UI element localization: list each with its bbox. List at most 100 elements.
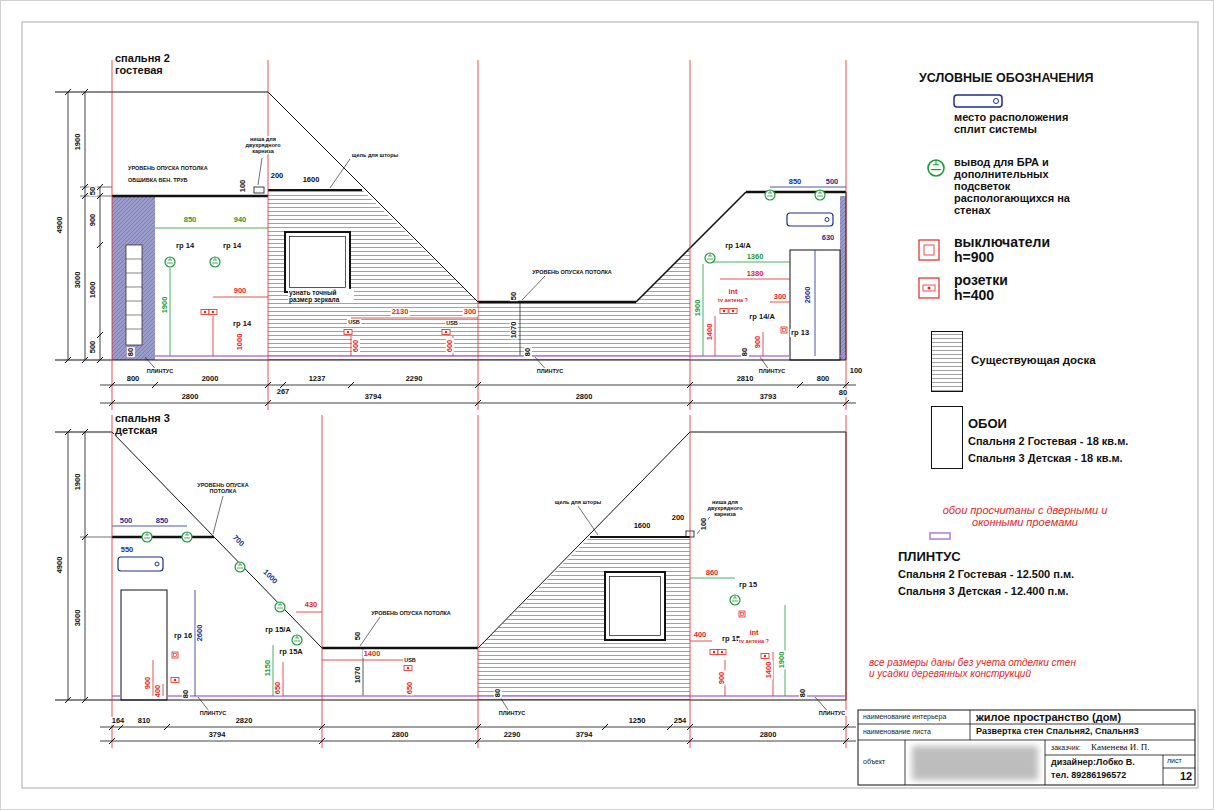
legend-swatch	[917, 238, 941, 262]
dimension-value: 1600	[89, 281, 97, 300]
use-shape	[797, 382, 803, 388]
use-shape	[319, 738, 325, 744]
legend-text: ОБОИ	[967, 417, 1169, 431]
use-shape	[65, 697, 71, 703]
use-shape	[165, 257, 175, 267]
use-shape	[475, 724, 481, 730]
dimension-value: 900	[233, 287, 248, 295]
dimension-value: 1600	[633, 522, 652, 530]
path-shape	[198, 496, 832, 716]
use-shape	[843, 738, 849, 744]
dimension-value: 1900	[778, 651, 786, 670]
rect-shape	[610, 577, 661, 636]
dimension-value: 800	[126, 375, 141, 383]
legend-text: выключатели h=900	[953, 235, 1080, 266]
dimension-value: 500	[89, 340, 97, 355]
rect-shape	[605, 572, 665, 640]
use-shape	[720, 309, 728, 314]
use-shape	[210, 257, 220, 267]
line-shape	[746, 191, 846, 194]
line-shape	[590, 536, 690, 538]
note-label: УРОВЕНЬ ОПУСКА ПОТОЛКА	[370, 610, 452, 616]
dimension-value: 2800	[759, 731, 778, 739]
line-shape	[68, 432, 69, 700]
dimension-value: 900	[144, 676, 152, 691]
use-shape	[182, 532, 192, 542]
dimension-value: гр 14/А	[748, 313, 776, 321]
use-shape	[82, 184, 88, 190]
rect-shape	[22, 22, 1198, 788]
dimension-value: 860	[705, 569, 720, 577]
remark: обои просчитаны с дверными и оконными пр…	[929, 504, 1121, 528]
use-shape	[815, 190, 825, 200]
note-label: щель для шторы	[351, 152, 399, 158]
legend-swatch	[931, 406, 963, 469]
use-shape	[82, 89, 88, 95]
dimension-value: гр 14	[222, 242, 242, 250]
swatch-shape	[994, 99, 999, 104]
dimension-value: 3794	[208, 731, 227, 739]
note-label: USB	[445, 320, 459, 326]
line-shape	[85, 92, 86, 360]
dimension-value: 850	[788, 178, 803, 186]
dimension-value: 50	[354, 631, 362, 641]
dimension-value: 1900	[161, 296, 169, 315]
title-block-cell: жилое пространство (дом)	[975, 711, 1122, 723]
path-shape	[112, 695, 846, 697]
dimension-value: 850	[155, 517, 170, 525]
rect-shape	[290, 237, 346, 288]
use-shape	[265, 400, 271, 406]
use-shape	[109, 400, 115, 406]
note-label: USB	[347, 319, 361, 325]
circle-shape	[155, 562, 159, 566]
dimension-value: 940	[233, 216, 248, 224]
use-shape	[265, 382, 271, 388]
swatch-shape	[919, 240, 939, 260]
g-shape	[55, 92, 856, 403]
swatch-shape	[924, 245, 934, 255]
swatch-shape	[923, 285, 935, 291]
dimension-value: 1400	[706, 323, 714, 342]
swatch-shape	[954, 95, 1002, 107]
dimension-value: 3793	[759, 393, 778, 401]
use-shape	[843, 400, 849, 406]
dimension-value: 164	[111, 717, 126, 725]
use-shape	[705, 253, 715, 263]
dimension-value: 1400	[765, 661, 773, 680]
polygon-shape	[478, 537, 690, 700]
line-shape	[846, 60, 847, 410]
dimension-value: 630	[821, 234, 836, 242]
swatch-shape	[932, 407, 963, 469]
use-shape	[65, 429, 71, 435]
legend-swatch	[917, 276, 941, 300]
use-shape	[602, 724, 608, 730]
title-block-cell: лист	[1166, 757, 1183, 765]
use-shape	[687, 724, 693, 730]
dimension-value: 1237	[308, 375, 327, 383]
use-shape	[710, 650, 718, 655]
line-shape	[322, 415, 323, 748]
rect-shape	[126, 245, 142, 345]
dimension-value: гр 14	[175, 242, 195, 250]
dimension-value: 2800	[575, 393, 594, 401]
g-shape	[112, 60, 846, 410]
path-shape	[126, 259, 142, 329]
swatch-shape	[919, 278, 939, 298]
use-shape	[82, 534, 88, 540]
title-block-cell: Каменева И. П.	[1090, 743, 1151, 753]
use-shape	[843, 382, 849, 388]
path-shape	[153, 612, 773, 696]
dimension-value: 550	[120, 546, 135, 554]
dimension-value: 100	[239, 179, 247, 194]
note-label: ПЛИНТУС	[498, 710, 527, 716]
dimension-value: гр 15А	[278, 648, 304, 656]
use-shape	[109, 738, 115, 744]
legend-text: вывод для БРА и дополнительных подсветок…	[953, 156, 1075, 216]
swatch-shape	[930, 533, 950, 539]
dimension-value: 3000	[74, 271, 82, 290]
dimension-value: 400	[154, 684, 162, 699]
dimension-value: 267	[276, 388, 291, 396]
note-label: ПЛИНТУС	[536, 368, 565, 374]
dimension-value: 2810	[736, 375, 755, 383]
use-shape	[142, 532, 152, 542]
